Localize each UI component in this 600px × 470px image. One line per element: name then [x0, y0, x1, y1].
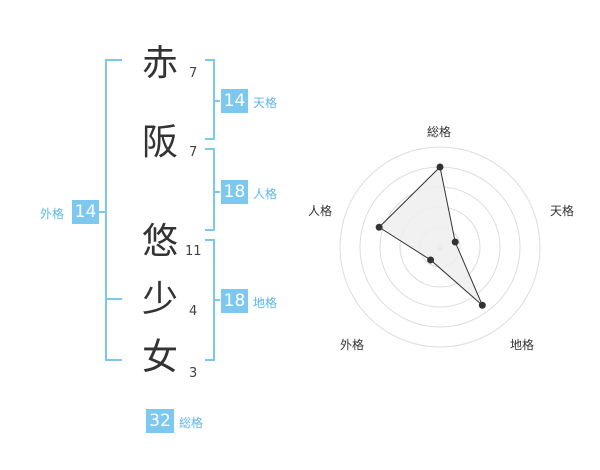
- radar-axis-label-tenkaku: 天格: [550, 204, 575, 218]
- jinkaku-label: 人格: [253, 187, 278, 201]
- tenkaku-label: 天格: [253, 96, 278, 110]
- radar-axis-label-chikaku: 地格: [510, 338, 535, 352]
- soukaku-value: 32: [146, 409, 174, 433]
- gaikaku-value: 14: [72, 200, 99, 224]
- name-char-4: 少: [141, 279, 178, 320]
- radar-axis-label-soukaku: 総格: [427, 125, 452, 139]
- radar-point-2: [478, 301, 486, 309]
- radar-point-4: [375, 223, 383, 231]
- stroke-count-2: 7: [189, 145, 198, 160]
- tenkaku-bracket: [205, 59, 215, 140]
- jinkaku-bracket: [205, 148, 215, 231]
- stroke-count-5: 3: [189, 366, 198, 381]
- radar-point-1: [451, 238, 459, 246]
- name-char-1: 赤: [141, 43, 178, 84]
- gaikaku-label: 外格: [40, 207, 65, 221]
- tenkaku-value: 14: [221, 89, 248, 113]
- name-char-3: 悠: [141, 221, 178, 262]
- radar-grid-ring: [339, 146, 541, 348]
- radar-axis-label-gaikaku: 外格: [340, 338, 365, 352]
- name-char-2: 阪: [141, 122, 178, 163]
- radar-polygon: [378, 165, 483, 306]
- stroke-count-4: 4: [189, 304, 198, 319]
- name-char-5: 女: [141, 337, 178, 378]
- gaikaku-bracket: [105, 59, 122, 361]
- radar-point-0: [436, 163, 444, 171]
- radar-point-3: [427, 256, 435, 264]
- stroke-count-3: 11: [185, 244, 202, 259]
- radar-axis-label-jinkaku: 人格: [308, 204, 333, 218]
- jinkaku-value: 18: [221, 180, 248, 204]
- chikaku-value: 18: [221, 289, 248, 313]
- chikaku-label: 地格: [253, 296, 278, 310]
- soukaku-label: 総格: [179, 416, 204, 430]
- stroke-count-1: 7: [189, 66, 198, 81]
